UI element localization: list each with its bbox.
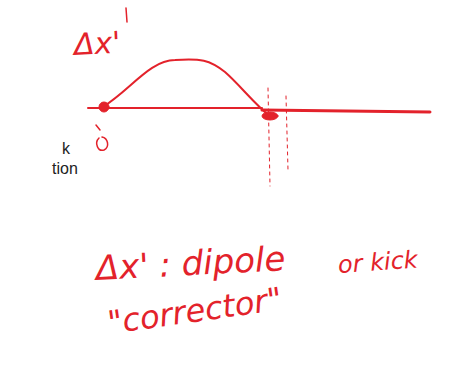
axis-line xyxy=(262,110,430,112)
tick-mark xyxy=(126,8,127,22)
handwritten-note: "corrector" xyxy=(106,282,285,341)
dotted-guide xyxy=(286,96,288,170)
handwritten-note: Δx' : dipole xyxy=(95,240,286,287)
kick-point xyxy=(99,102,109,112)
circle-mark xyxy=(97,137,108,150)
slide-text: tion xyxy=(52,160,78,178)
dotted-guide xyxy=(268,88,270,186)
delta-label: Δx' xyxy=(73,26,121,61)
axis-line xyxy=(88,107,262,109)
tick-mark xyxy=(96,125,100,130)
orbit-bump xyxy=(104,59,272,118)
slide-text: k xyxy=(62,140,70,158)
handwritten-note: or kick xyxy=(337,246,418,278)
kick-point xyxy=(262,112,278,120)
